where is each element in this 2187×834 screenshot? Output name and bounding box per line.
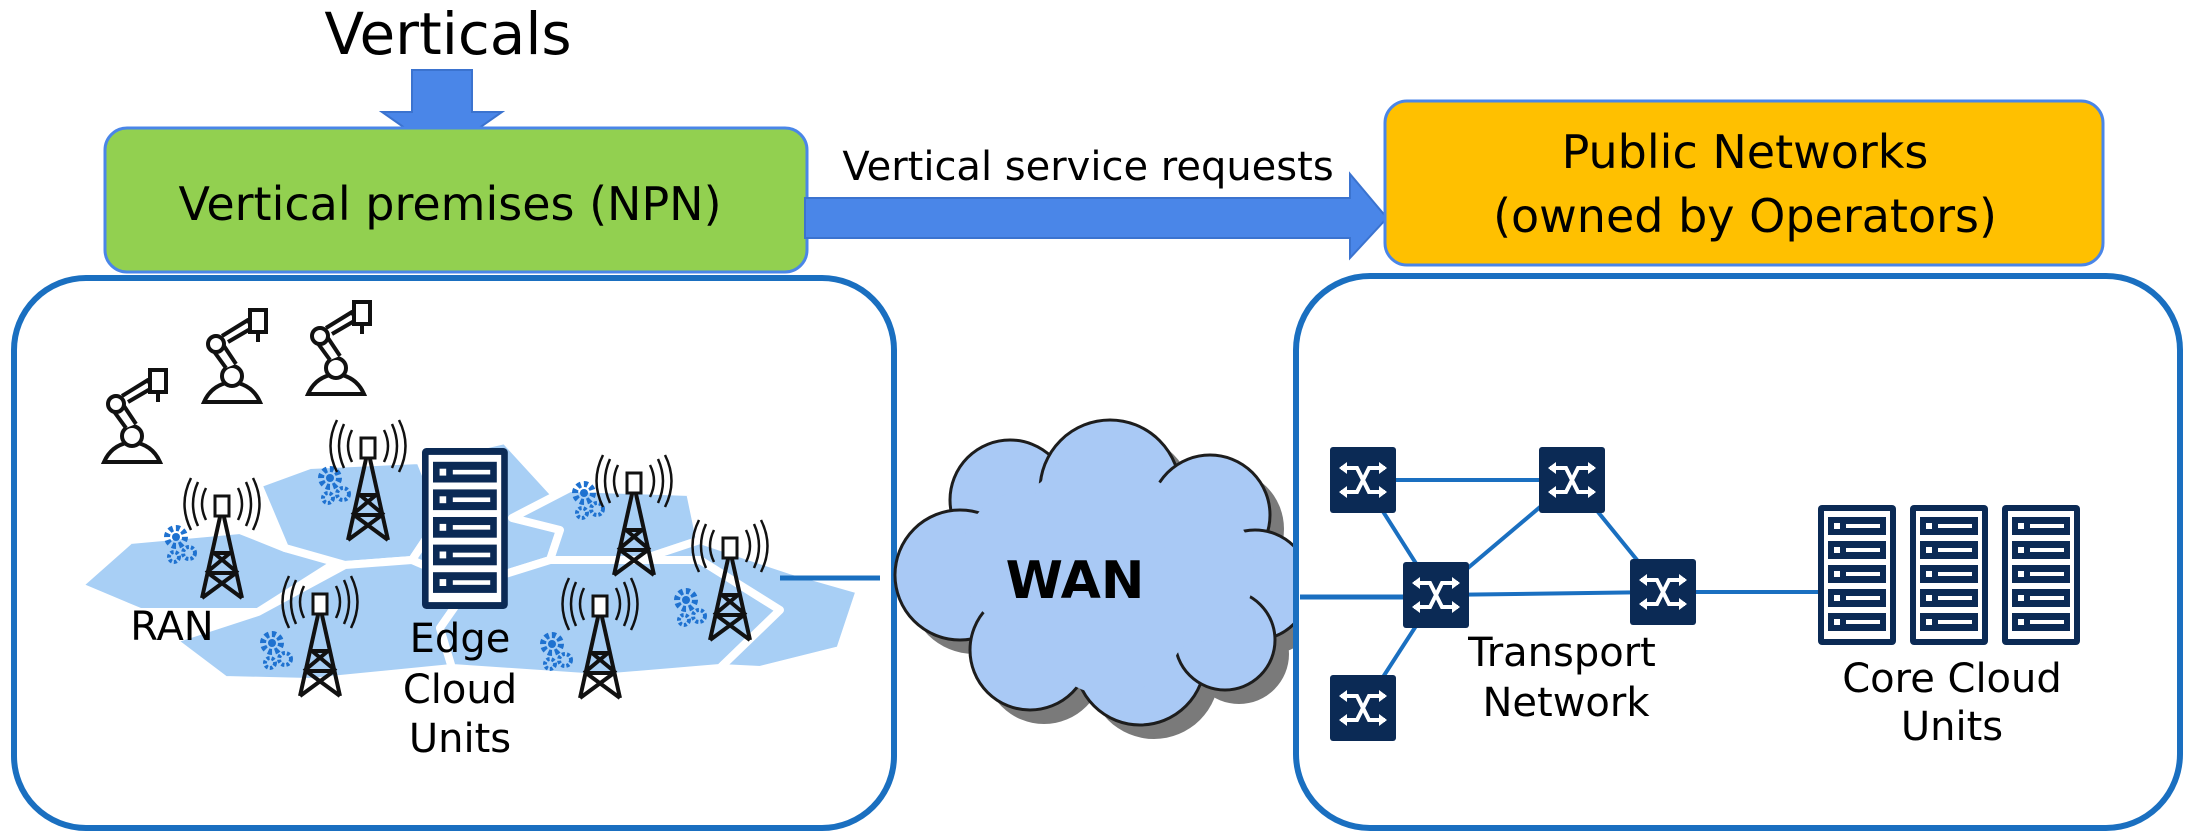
switch-icon xyxy=(1328,445,1398,515)
core-server-rack-icon xyxy=(2002,505,2080,645)
core-server-rack-icon xyxy=(1818,505,1896,645)
switch-icon xyxy=(1628,557,1698,627)
vertical-premises-box: Vertical premises (NPN) xyxy=(103,126,809,274)
transport-label-line1: Transport xyxy=(1467,630,1656,676)
wan-cloud: WAN xyxy=(893,418,1324,739)
core-server-rack-icon xyxy=(1910,505,1988,645)
transport-label-line2: Network xyxy=(1482,680,1650,726)
edge-label-line1: Edge xyxy=(410,616,511,662)
service-request-label: Vertical service requests xyxy=(842,144,1333,190)
edge-label-line3: Units xyxy=(409,716,511,762)
public-networks-box: Public Networks (owned by Operators) xyxy=(1383,99,2105,267)
wan-label: WAN xyxy=(1006,551,1145,611)
public-networks-line2: (owned by Operators) xyxy=(1493,189,1997,243)
ran-label: RAN xyxy=(130,604,213,650)
core-label-line2: Units xyxy=(1901,704,2003,750)
switch-icon xyxy=(1328,673,1398,743)
public-networks-line1: Public Networks xyxy=(1562,125,1929,179)
switch-icon xyxy=(1537,445,1607,515)
switch-icon xyxy=(1401,560,1471,630)
verticals-label: Verticals xyxy=(324,0,571,68)
core-label-line1: Core Cloud xyxy=(1842,656,2062,702)
public-networks-panel xyxy=(1293,273,2183,831)
service-request-arrow xyxy=(804,171,1389,261)
edge-label-line2: Cloud xyxy=(403,667,517,713)
edge-server-rack-icon xyxy=(422,447,508,609)
vertical-premises-label: Vertical premises (NPN) xyxy=(178,177,721,231)
